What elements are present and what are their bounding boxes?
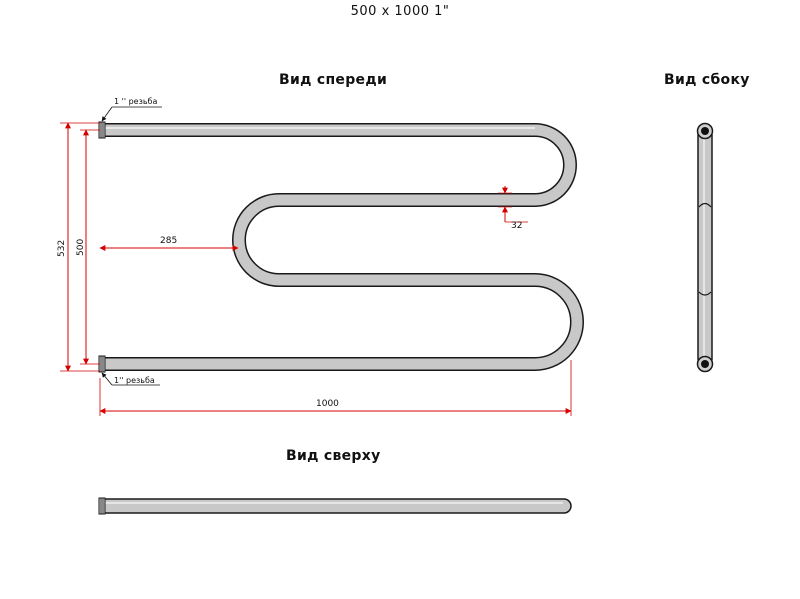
top-view-tube [98, 497, 572, 515]
dimension-label-32: 32 [511, 221, 523, 231]
thread-callout-top [101, 106, 162, 122]
side-view-title: Вид сбоку [664, 72, 750, 88]
thread-note-bottom: 1'' резьба [114, 376, 155, 385]
dimension-label-1000: 1000 [316, 399, 339, 409]
thread-callout-bottom [101, 372, 160, 386]
top-view-title: Вид сверху [286, 448, 381, 464]
dimension-label-285: 285 [160, 236, 178, 246]
dimension-500 [80, 129, 100, 365]
thread-note-top: 1 '' резьба [114, 97, 158, 106]
page-title: 500 x 1000 1" [350, 4, 450, 19]
dimension-532 [60, 122, 100, 372]
dimension-label-532: 532 [57, 239, 67, 257]
front-view-title: Вид спереди [279, 72, 388, 88]
dimension-32 [498, 186, 528, 223]
front-view-tube [98, 121, 584, 373]
dimension-label-500: 500 [76, 238, 86, 256]
side-view-tube [696, 122, 714, 373]
dimension-1000 [99, 360, 572, 416]
